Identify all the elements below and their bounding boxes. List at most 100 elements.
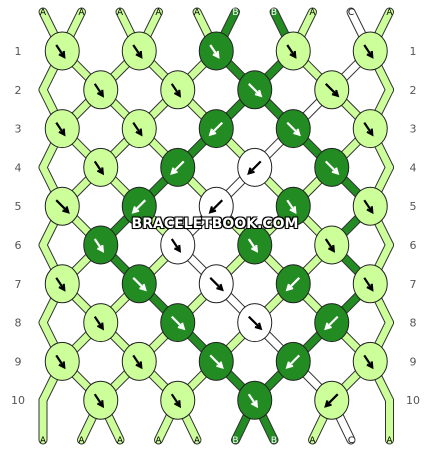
knot-arrow: [324, 393, 339, 407]
knot: [275, 186, 311, 226]
knot-arrowhead: [366, 128, 374, 137]
knot-arrowhead: [331, 167, 340, 176]
knot-arrowhead: [366, 206, 374, 215]
knot-arrowhead: [366, 283, 374, 292]
knot-oval: [121, 31, 157, 71]
knot-arrow: [247, 393, 258, 407]
strand-label-top: A: [40, 8, 47, 18]
knot-oval: [237, 225, 273, 265]
knot-oval: [352, 109, 388, 149]
knot-oval: [83, 380, 119, 420]
knot-oval: [237, 380, 273, 420]
strand-label-top: A: [78, 8, 85, 18]
knot-oval: [352, 264, 388, 304]
knot-arrow: [93, 393, 104, 407]
knot: [237, 225, 273, 265]
knot-arrowhead: [96, 244, 105, 253]
knot: [83, 380, 119, 420]
knot-oval: [121, 341, 157, 381]
knot-arrowhead: [289, 50, 297, 59]
knot-arrow: [209, 354, 224, 369]
knot-arrow: [170, 83, 181, 97]
row-number-right: 9: [410, 355, 417, 368]
row-number-right: 3: [410, 123, 417, 136]
knot-arrowhead: [324, 400, 332, 408]
knot: [352, 341, 388, 381]
knot: [314, 70, 350, 110]
knot-arrow: [132, 354, 143, 369]
knot-oval: [352, 31, 388, 71]
knot-arrow: [55, 121, 66, 136]
knot-arrow: [363, 199, 374, 213]
knot-arrow: [324, 315, 339, 330]
knot-arrow: [209, 44, 220, 58]
knot-arrow: [55, 44, 66, 58]
strand-label-bottom: B: [271, 436, 277, 446]
knot-arrow: [170, 238, 181, 252]
knot-arrowhead: [96, 400, 105, 409]
knot-oval: [44, 31, 80, 71]
knot-arrowhead: [58, 361, 66, 370]
knot: [314, 380, 350, 420]
knot-arrow: [363, 354, 374, 369]
knot-oval: [160, 225, 196, 265]
knot: [121, 341, 157, 381]
knot: [44, 341, 80, 381]
knot: [83, 225, 119, 265]
knot: [352, 31, 388, 71]
knot: [314, 225, 350, 265]
strand-label-bottom: A: [309, 436, 316, 446]
knot-oval: [160, 70, 196, 110]
knot-arrow: [170, 393, 181, 407]
knot-arrowhead: [208, 206, 217, 214]
knot: [160, 70, 196, 110]
row-number-right: 4: [410, 161, 417, 174]
strand-label-bottom: A: [386, 436, 393, 446]
knot: [83, 303, 119, 343]
knot-arrow: [247, 238, 258, 252]
knot-arrowhead: [366, 361, 374, 370]
knot: [314, 147, 350, 187]
knot-oval: [352, 341, 388, 381]
knot: [83, 147, 119, 187]
row-number-left: 8: [15, 317, 22, 330]
knot-arrowhead: [58, 283, 66, 292]
knot-arrow: [363, 277, 374, 291]
knot-arrow: [247, 315, 262, 330]
strand-label-top: A: [386, 8, 393, 18]
knot-arrow: [93, 315, 104, 330]
knot: [352, 109, 388, 149]
knot-oval: [275, 186, 311, 226]
knot: [237, 70, 273, 110]
knot-arrow: [363, 121, 374, 136]
knot: [121, 109, 157, 149]
knot: [237, 147, 273, 187]
row-number-right: 6: [410, 239, 417, 252]
knot-oval: [83, 70, 119, 110]
knot-arrow: [324, 160, 339, 175]
knot-oval: [44, 264, 80, 304]
knot-arrow: [286, 44, 297, 58]
knot: [198, 186, 234, 226]
knot-arrowhead: [173, 244, 182, 253]
knot: [121, 31, 157, 71]
knot: [198, 341, 234, 381]
knot-oval: [44, 341, 80, 381]
knot-arrowhead: [208, 128, 217, 137]
knot-oval: [83, 147, 119, 187]
knot-arrowhead: [96, 89, 105, 98]
knot-arrowhead: [250, 244, 259, 253]
knot: [121, 186, 157, 226]
knot-arrowhead: [250, 400, 259, 409]
knot: [198, 109, 234, 149]
row-number-left: 3: [15, 123, 22, 136]
knot-arrow: [55, 199, 70, 213]
knot-oval: [44, 109, 80, 149]
knot-oval: [160, 380, 196, 420]
knot-arrowhead: [366, 50, 374, 59]
knot-arrowhead: [58, 50, 66, 59]
knot: [44, 109, 80, 149]
knot-arrow: [93, 238, 104, 252]
strand-label-top: B: [232, 8, 238, 18]
row-number-right: 2: [410, 84, 417, 97]
